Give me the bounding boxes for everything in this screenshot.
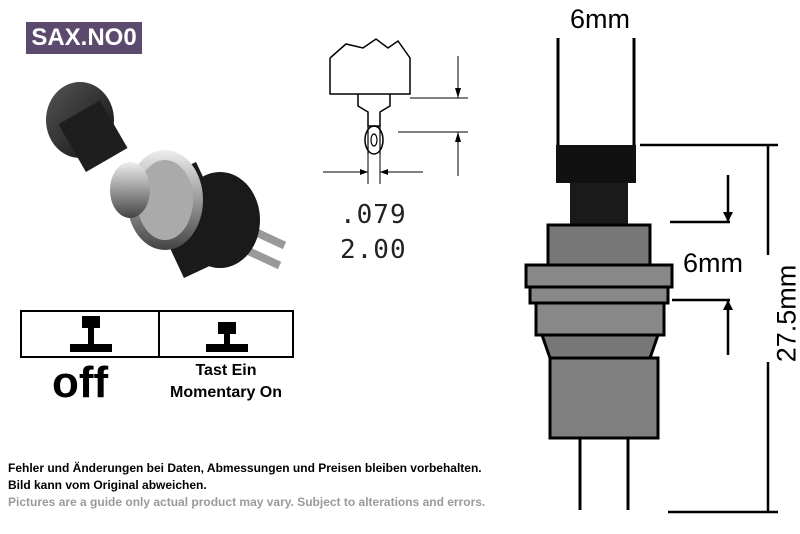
dimension-drawing xyxy=(524,38,778,514)
momentary-label: Tast Ein Momentary On xyxy=(158,360,294,404)
switch-function-table xyxy=(20,310,294,358)
momentary-label-en: Momentary On xyxy=(169,384,282,401)
total-height-label: 27.5mm xyxy=(771,264,800,363)
cap-width-label: 6mm xyxy=(570,4,630,34)
dimension-mm: 2.00 xyxy=(340,235,407,265)
disclaimer-de-1: Fehler und Änderungen bei Daten, Abmessu… xyxy=(8,461,482,475)
off-state-cell xyxy=(22,312,160,356)
momentary-state-cell xyxy=(160,312,294,356)
off-label: off xyxy=(52,358,109,407)
button-off-icon xyxy=(70,316,112,352)
disclaimer-notes: Fehler und Änderungen bei Daten, Abmessu… xyxy=(8,460,548,511)
dimension-inch: .079 xyxy=(340,200,407,230)
momentary-label-de: Tast Ein xyxy=(195,362,257,379)
terminal-drawing xyxy=(323,38,468,184)
product-code-badge: SAX.NO0 xyxy=(26,22,142,54)
button-pressed-icon xyxy=(206,322,248,352)
disclaimer-de-2: Bild kann vom Original abweichen. xyxy=(8,478,207,492)
disclaimer-en: Pictures are a guide only actual product… xyxy=(8,495,486,509)
push-button-photo xyxy=(46,82,287,278)
bushing-width-label: 6mm xyxy=(683,248,743,278)
